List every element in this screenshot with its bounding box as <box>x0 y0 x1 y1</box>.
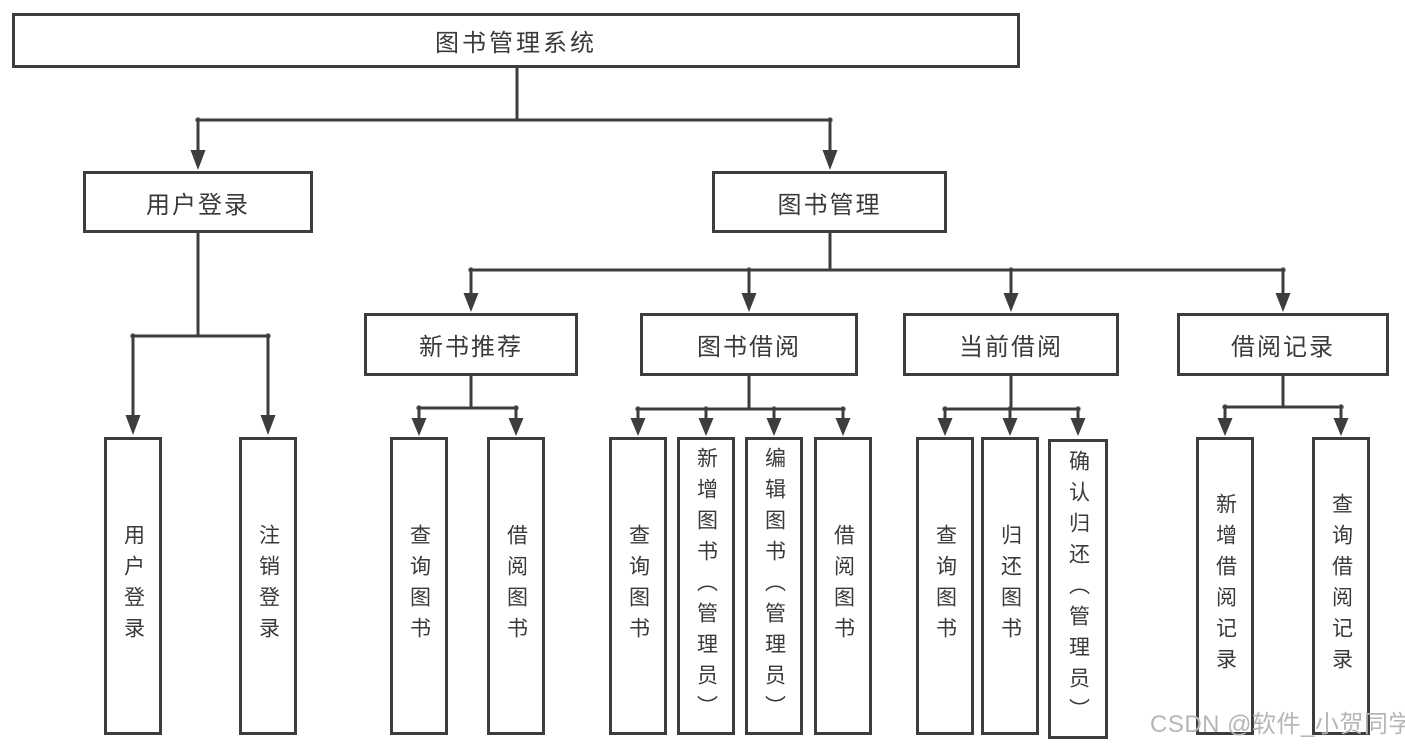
leaf-borrow-books-label: 借阅图书 <box>831 524 855 648</box>
node-new-book-recommend-label: 新书推荐 <box>419 334 523 361</box>
leaf-return-books: 归还图书 <box>981 437 1039 735</box>
watermark: CSDN @软件_小贺同学 <box>1150 711 1405 738</box>
leaf-query-books-recommend: 查询图书 <box>390 437 448 735</box>
leaf-add-borrow-record-label: 新增借阅记录 <box>1213 493 1237 679</box>
node-book-management: 图书管理 <box>712 171 947 233</box>
leaf-query-borrow-record: 查询借阅记录 <box>1312 437 1370 735</box>
node-current-borrow: 当前借阅 <box>903 313 1119 376</box>
leaf-edit-books-admin: 编辑图书（管理员） <box>745 437 803 735</box>
leaf-logout-label: 注销登录 <box>256 524 280 648</box>
node-book-management-label: 图书管理 <box>777 191 882 219</box>
leaf-query-books-current-label: 查询图书 <box>933 524 957 648</box>
leaf-confirm-return-admin: 确认归还（管理员） <box>1048 439 1108 739</box>
leaf-query-books-borrow: 查询图书 <box>609 437 667 735</box>
node-new-book-recommend: 新书推荐 <box>364 313 578 376</box>
leaf-add-books-admin: 新增图书（管理员） <box>677 437 735 735</box>
leaf-borrow-books-recommend: 借阅图书 <box>487 437 545 735</box>
leaf-borrow-books-recommend-label: 借阅图书 <box>504 524 528 648</box>
node-user-login: 用户登录 <box>83 171 313 233</box>
leaf-borrow-books: 借阅图书 <box>814 437 872 735</box>
node-book-borrow-label: 图书借阅 <box>697 334 801 361</box>
node-current-borrow-label: 当前借阅 <box>959 334 1063 361</box>
leaf-confirm-return-admin-label: 确认归还（管理员） <box>1066 449 1090 729</box>
leaf-edit-books-admin-label: 编辑图书（管理员） <box>762 446 786 726</box>
leaf-return-books-label: 归还图书 <box>998 524 1022 648</box>
arrowheads <box>125 150 1349 436</box>
leaf-query-books-current: 查询图书 <box>916 437 974 735</box>
leaf-query-books-borrow-label: 查询图书 <box>626 524 650 648</box>
leaf-add-borrow-record: 新增借阅记录 <box>1196 437 1254 735</box>
leaf-user-login-label: 用户登录 <box>121 524 145 648</box>
node-borrow-records: 借阅记录 <box>1177 313 1389 376</box>
node-borrow-records-label: 借阅记录 <box>1231 334 1335 361</box>
leaf-query-books-recommend-label: 查询图书 <box>407 524 431 648</box>
node-user-login-label: 用户登录 <box>146 191 250 219</box>
node-root-label: 图书管理系统 <box>435 30 597 57</box>
leaf-logout: 注销登录 <box>239 437 297 735</box>
leaf-add-books-admin-label: 新增图书（管理员） <box>694 446 718 726</box>
node-book-borrow: 图书借阅 <box>640 313 858 376</box>
leaf-query-borrow-record-label: 查询借阅记录 <box>1329 493 1353 679</box>
leaf-user-login: 用户登录 <box>104 437 162 735</box>
node-root: 图书管理系统 <box>12 13 1020 68</box>
